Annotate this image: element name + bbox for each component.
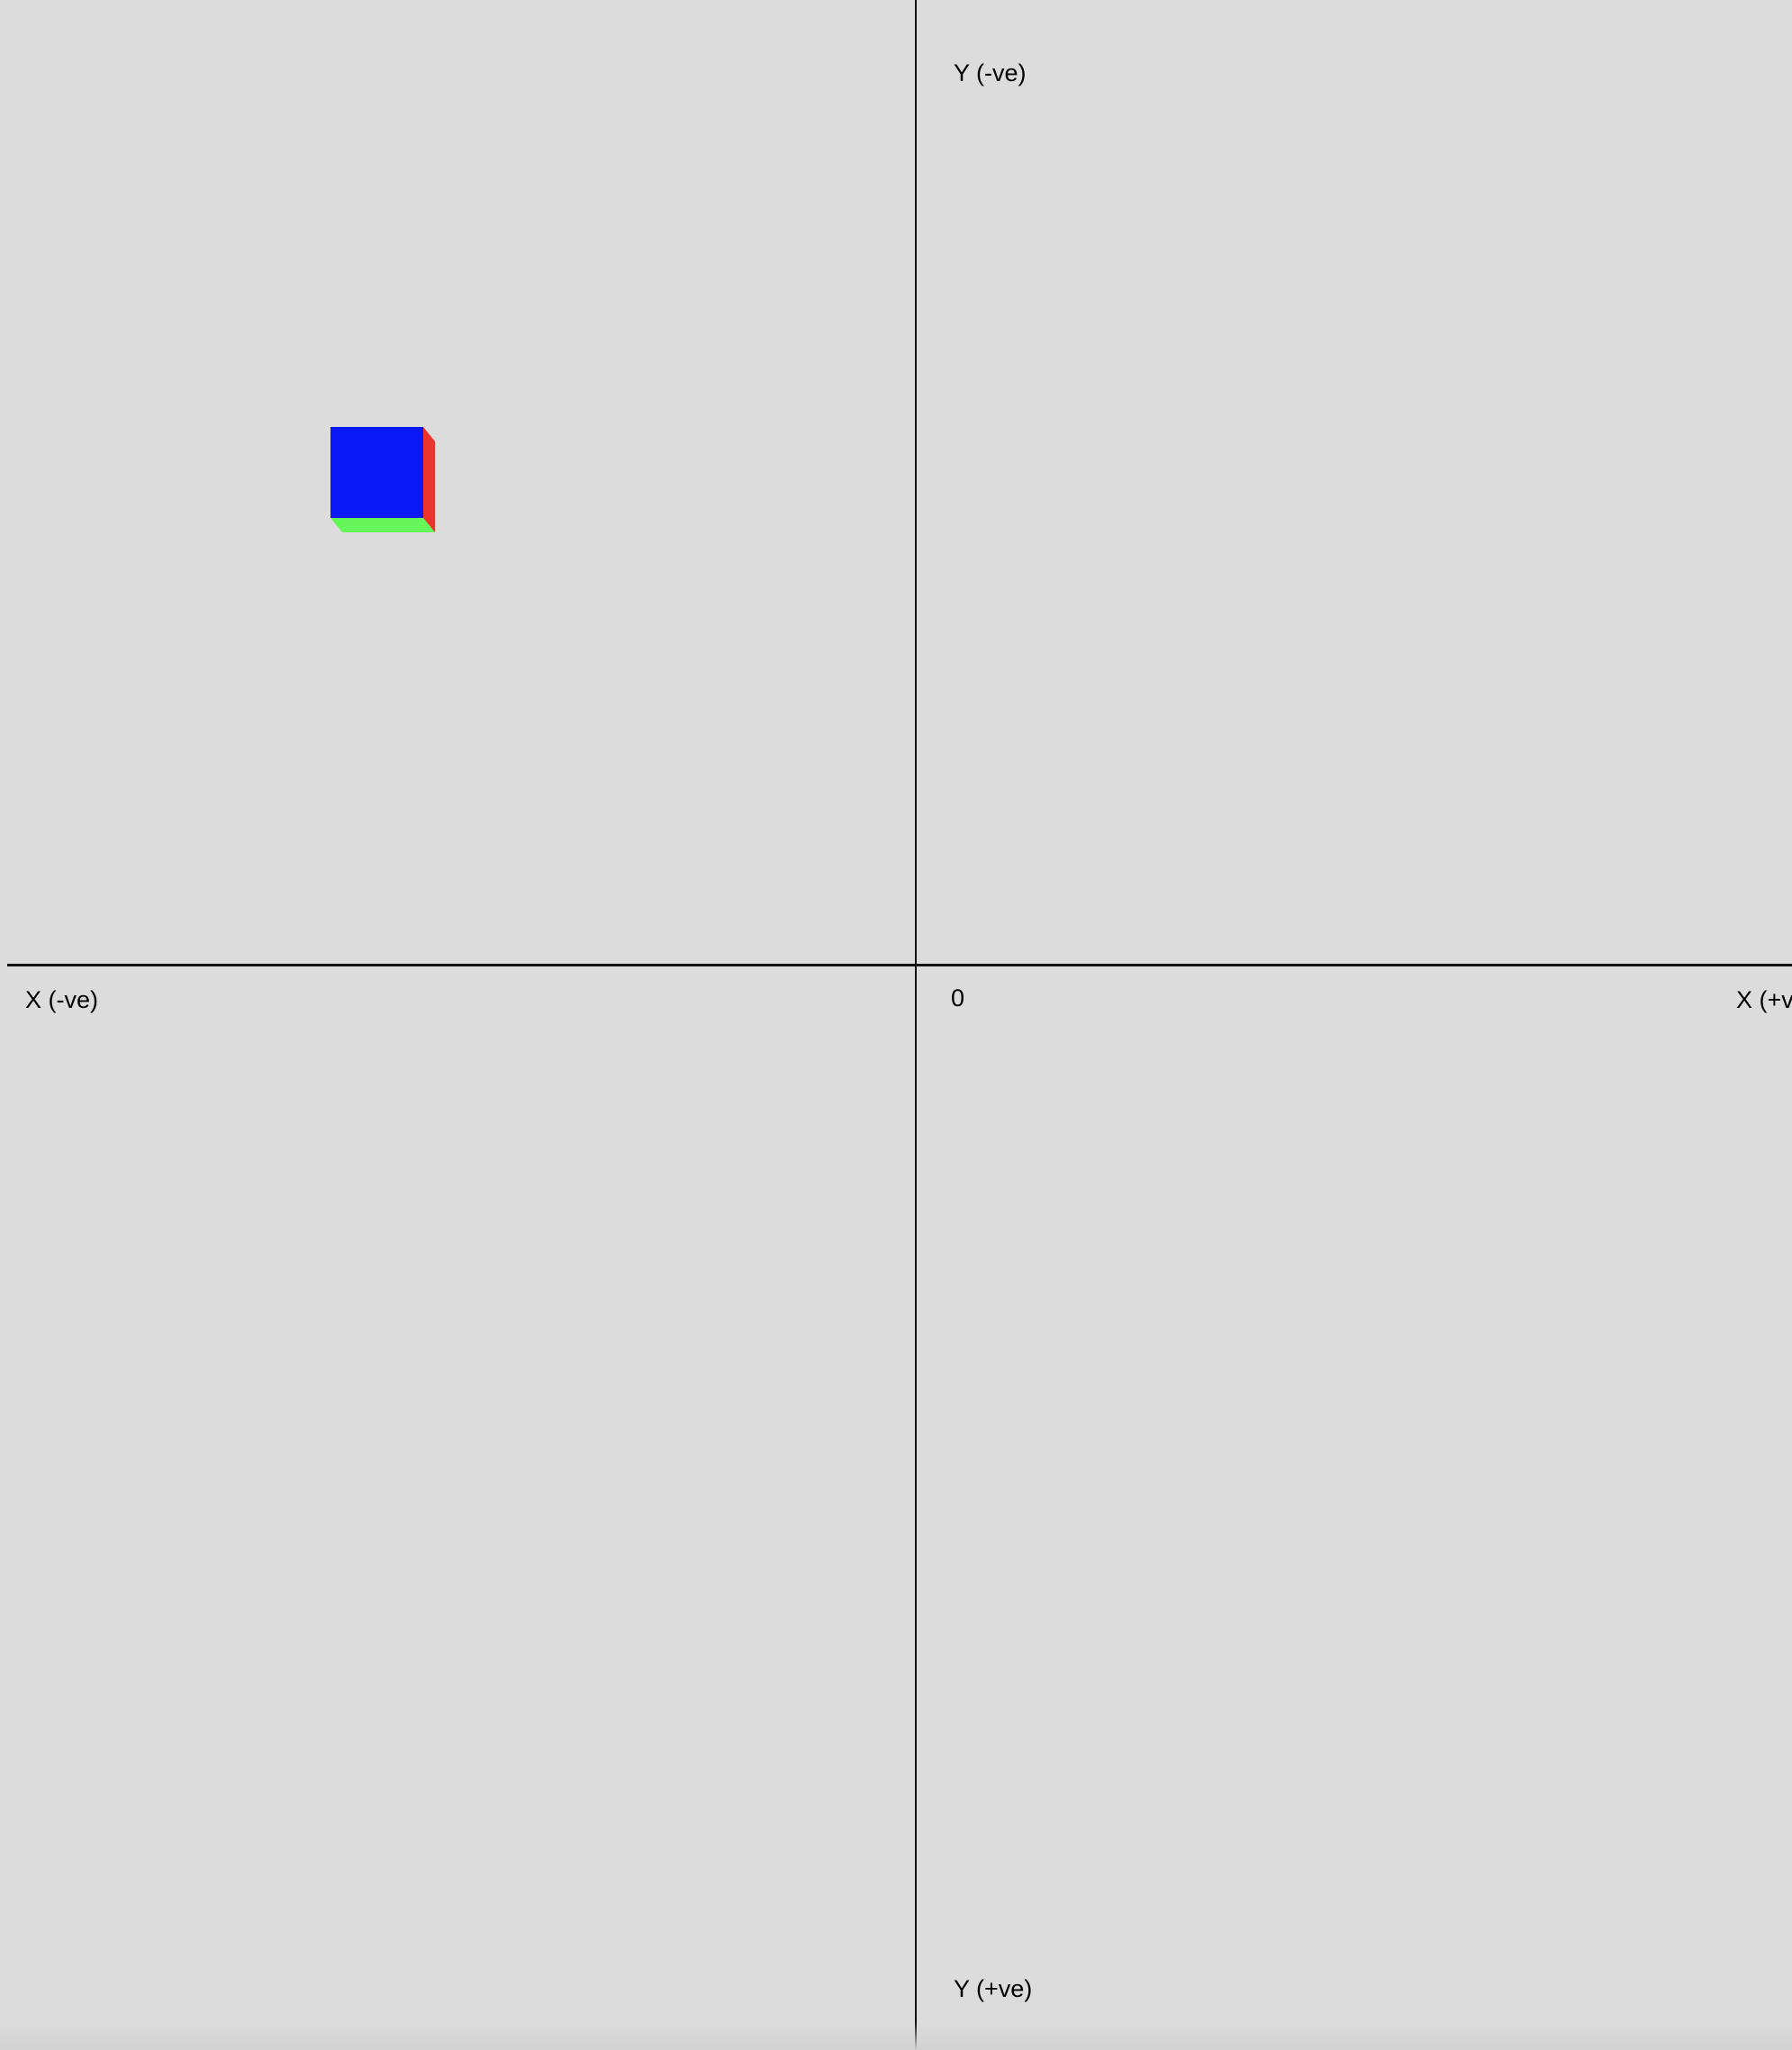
bottom-shade bbox=[0, 2023, 1792, 2050]
cube-bottom-face bbox=[330, 518, 435, 532]
y-positive-label: Y (+ve) bbox=[954, 1975, 1033, 2002]
x-axis-line bbox=[7, 964, 1792, 966]
cube-object[interactable] bbox=[330, 427, 438, 535]
y-negative-label: Y (-ve) bbox=[954, 59, 1027, 86]
x-positive-label: X (+ve) bbox=[1736, 986, 1792, 1013]
y-axis-line bbox=[915, 0, 917, 2050]
cube-right-face bbox=[423, 427, 435, 532]
x-negative-label: X (-ve) bbox=[25, 986, 98, 1013]
cube-front-face bbox=[330, 427, 423, 518]
origin-label: 0 bbox=[951, 984, 965, 1011]
